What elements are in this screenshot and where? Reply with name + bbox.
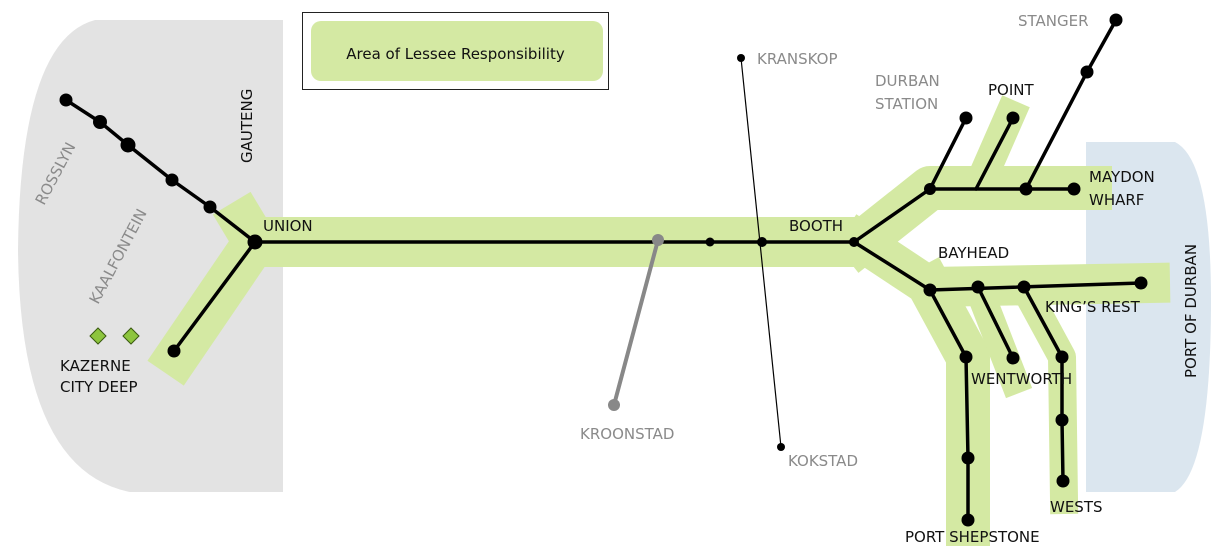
label-kazerne: KAZERNE <box>60 357 131 375</box>
port-of-durban-region <box>1086 142 1211 492</box>
label-union: UNION <box>263 217 313 235</box>
label-kings-rest: KING’S REST <box>1045 298 1140 316</box>
legend-label: Area of Lessee Responsibility <box>346 45 565 63</box>
label-gauteng: GAUTENG <box>238 89 256 163</box>
label-stanger: STANGER <box>1018 12 1089 30</box>
label-bayhead: BAYHEAD <box>938 244 1010 262</box>
diamond-markers <box>89 327 140 345</box>
label-city-deep: CITY DEEP <box>60 378 138 396</box>
lessee-area <box>147 95 1171 546</box>
label-durban-station-1: DURBAN <box>875 72 940 90</box>
line-kranskop-kokstad <box>740 57 782 448</box>
label-port-of-durban: PORT OF DURBAN <box>1182 244 1200 378</box>
line-kroonstad <box>612 239 660 406</box>
label-wests: WESTS <box>1050 498 1103 516</box>
label-point: POINT <box>988 81 1034 99</box>
diamond-marker <box>89 327 107 345</box>
legend: Area of Lessee Responsibility <box>302 12 609 90</box>
label-wentworth: WENTWORTH <box>971 370 1073 388</box>
gauteng-region <box>18 20 283 492</box>
label-booth: BOOTH <box>789 217 844 235</box>
label-kokstad: KOKSTAD <box>788 452 858 470</box>
legend-swatch <box>311 21 603 81</box>
label-port-shepstone: PORT SHEPSTONE <box>905 528 1040 546</box>
diamond-marker <box>122 327 140 345</box>
label-kranskop: KRANSKOP <box>757 50 838 68</box>
station-dots <box>59 13 1148 527</box>
label-kroonstad: KROONSTAD <box>580 425 675 443</box>
label-maydon-wharf-1: MAYDON <box>1089 168 1155 186</box>
label-maydon-wharf-2: WHARF <box>1089 191 1145 209</box>
label-durban-station-2: STATION <box>875 95 939 113</box>
